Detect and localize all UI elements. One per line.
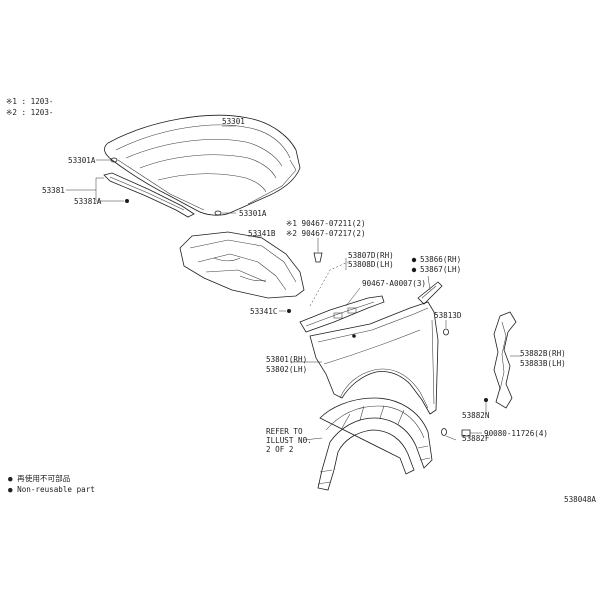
refer-note-2: ILLUST NO. [266,436,312,445]
seal-clip-lower[interactable] [352,334,356,338]
hood-cushion-upper-label: 53301A [68,156,96,165]
fender-bracket[interactable] [493,311,517,409]
bolt-label: 90080-11726(4) [484,429,548,438]
legend-line-1: ● 再使用不可部品 [8,473,71,483]
fender-protector-rh-label: 53866(RH) [420,255,461,264]
fender-bracket-rh-label: 53882B(RH) [520,349,566,358]
liner-clip[interactable] [441,428,447,436]
liner-clip-leader [445,435,457,441]
header-note-1: ※1 : 1203- [6,97,54,106]
fender-rh-label: 53801(RH) [266,355,307,364]
fender-protector-lh-label: 53867(LH) [420,265,461,274]
hood-panel[interactable] [104,114,301,216]
fender-seal-dash [309,261,349,307]
fender-protector-leader [427,275,431,291]
hood-seal-label: 53381 [42,186,65,195]
fender-grommet[interactable] [443,328,449,336]
refer-note-3: 2 OF 2 [266,445,293,454]
seal-clip-leader [345,287,361,307]
seal-clip-label: 90467-A0007(3) [362,279,426,288]
hood-seal-strip[interactable] [103,172,195,218]
hood-clip[interactable] [313,252,323,263]
grommet-label: 53813D [434,311,462,320]
fender-bracket-lh-label: 53883B(LH) [520,359,566,368]
protector-bullet-lh [411,267,417,273]
hood-insulator-label: 53341B [248,229,276,238]
header-note-2: ※2 : 1203- [6,108,54,117]
hood-label: 53301 [222,117,245,126]
bracket-nut[interactable] [484,398,488,402]
legend-line-2: ● Non-reusable part [8,485,95,494]
fender-bolt[interactable] [461,429,471,437]
hood-seal-clip[interactable] [125,199,129,203]
hood-cushion-lower[interactable] [214,210,222,216]
hood-seal-clip-label: 53381A [74,197,102,206]
fender-liner[interactable] [317,397,433,491]
fender-seal-rh-label: 53807D(RH) [348,251,394,260]
hood-cushion-lower-label: 53301A [239,209,267,218]
hood-seal-leader [66,177,104,191]
hood-insulator[interactable] [179,231,305,299]
insulator-clip-label: 53341C [250,307,277,316]
fender-seal[interactable] [299,295,385,333]
figure-code: 538048A [564,495,596,504]
fender-seal-lh-label: 53808D(LH) [348,260,394,269]
fender-protector[interactable] [417,281,443,305]
liner-clip-label: 53882F [462,434,490,443]
fender-lh-label: 53802(LH) [266,365,307,374]
refer-note-1: REFER TO [266,427,303,436]
front-fender[interactable] [309,301,439,415]
clip-callout-1: ※1 90467-07211(2) [286,219,366,228]
bracket-nut-label: 53882N [462,411,490,420]
refer-leader [303,437,323,441]
clip-callout-2: ※2 90467-07217(2) [286,229,366,238]
insulator-clip[interactable] [287,309,291,313]
protector-bullet-rh [411,257,417,263]
